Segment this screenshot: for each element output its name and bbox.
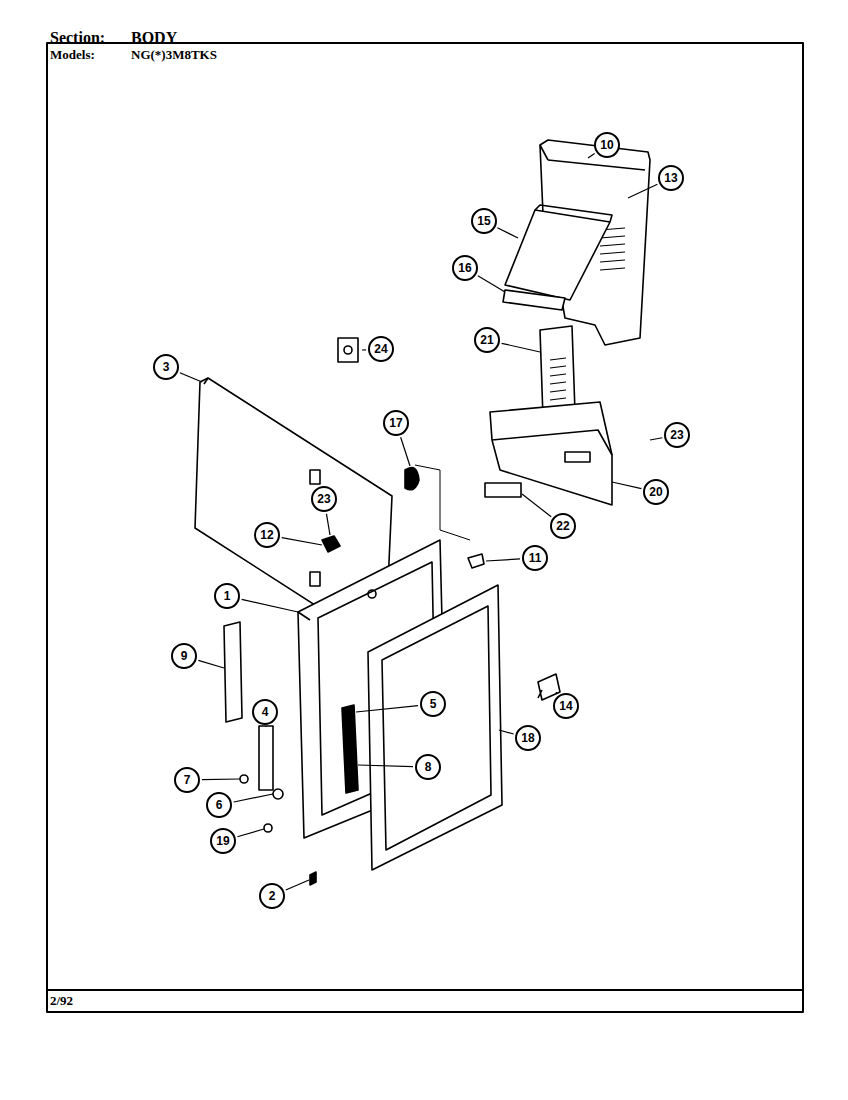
leader-line [242,599,298,612]
callout-number: 11 [522,545,548,571]
panel-cutout [310,572,320,586]
switch [405,468,419,490]
header-text: BODY [131,29,177,47]
callout-number: 13 [658,165,684,191]
washer [273,789,283,799]
callout-number: 19 [210,828,236,854]
heat-shield-lip [535,205,612,222]
callout-number: 17 [383,410,409,436]
leader-line [237,829,264,837]
leader-line [358,765,413,767]
callout-number: 6 [206,792,232,818]
header-text: Section: [50,29,105,47]
leader-line [356,706,418,712]
small-bracket [338,338,358,362]
leader-line [650,438,662,440]
callout-number: 16 [452,255,478,281]
header-text: Models: [50,47,95,63]
wire [415,465,470,540]
strip [224,622,242,722]
frame-hole [368,590,376,598]
leader-line [502,343,540,352]
vent-slots [550,358,566,400]
panel-cutout [310,470,320,484]
callout-number: 23 [664,422,690,448]
leader-line [234,794,273,802]
leader-line [326,514,330,535]
screw [264,824,272,832]
page-frame [47,43,803,1012]
leader-line [286,880,309,890]
leader-line [478,276,505,292]
clip [322,536,340,552]
leader-line [265,725,266,727]
leader-line [362,349,366,350]
latch [342,705,358,793]
door-frame [368,585,502,870]
hinge [259,726,273,790]
leader-line [588,153,595,158]
callout-number: 5 [420,691,446,717]
callout-number: 12 [254,522,280,548]
callout-number: 24 [368,336,394,362]
heat-shield [505,210,610,300]
callout-number: 15 [471,208,497,234]
screw [310,872,316,885]
shield-bracket [503,290,565,310]
leader-line [499,730,514,734]
callout-number: 18 [515,725,541,751]
leader-line [198,660,224,668]
callout-number: 3 [153,354,179,380]
leader-line [486,559,520,561]
callout-number: 4 [252,699,278,725]
leader-line [497,228,518,238]
callout-number: 7 [174,767,200,793]
small-bracket-hole [344,346,352,354]
callout-number: 21 [474,327,500,353]
tray-edge [492,430,612,455]
callout-number: 20 [643,479,669,505]
tray-slot [565,452,590,462]
leader-line [401,437,410,466]
header-text: NG(*)3M8TKS [131,47,217,63]
leader-line [282,538,322,545]
screw [240,775,248,783]
terminal-block [485,483,521,497]
leader-line [180,373,202,382]
spacer [468,554,484,568]
callout-number: 1 [214,583,240,609]
callout-number: 8 [415,754,441,780]
callout-number: 9 [171,643,197,669]
callout-number: 23 [311,486,337,512]
leader-line [612,482,641,489]
header-text: 2/92 [50,993,73,1009]
leader-line [556,692,557,694]
callout-number: 14 [553,693,579,719]
leader-line [522,494,551,517]
leader-line [628,184,657,198]
door-glass [382,606,491,850]
callout-number: 22 [550,513,576,539]
callout-number: 2 [259,883,285,909]
callout-number: 10 [594,132,620,158]
footer-rule [47,989,803,991]
leader-line [202,778,240,780]
